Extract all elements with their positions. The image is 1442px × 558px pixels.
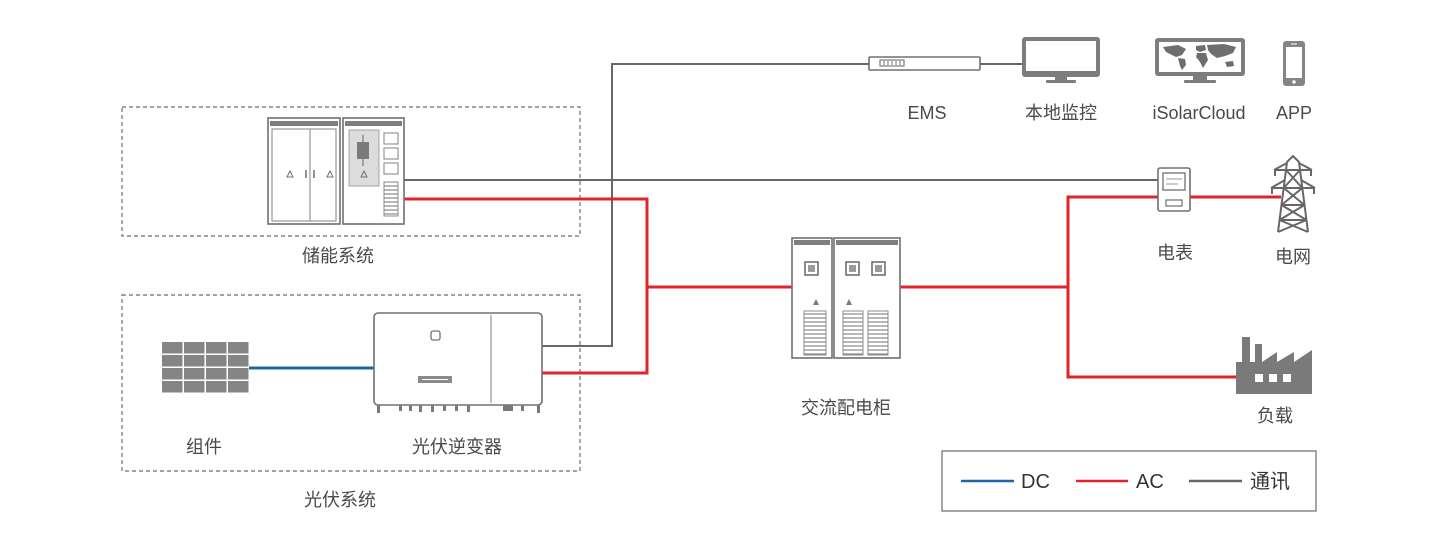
ems-device-icon — [868, 56, 981, 71]
legend-ac-label: AC — [1136, 471, 1164, 493]
pv-module-cell — [206, 381, 227, 393]
grid-label: 电网 — [1275, 247, 1311, 267]
storage-system-label: 储能系统 — [302, 246, 374, 266]
ac-bus-meter-load — [1066, 195, 1236, 379]
factory-load-icon — [1236, 337, 1312, 394]
ac-lines — [404, 195, 1281, 379]
pv-module-cell — [228, 381, 249, 393]
pv-module-cell — [206, 355, 227, 367]
pv-module-cell — [162, 342, 183, 354]
comm-lines — [404, 63, 1158, 347]
local-monitor-label: 本地监控 — [1025, 103, 1097, 123]
pv-module-cell — [162, 381, 183, 393]
pv-module-cell — [206, 342, 227, 354]
pv-system-boundary — [121, 294, 581, 472]
pv-inverter-icon — [373, 312, 543, 413]
local-monitor-icon — [1022, 37, 1100, 83]
pv-modules-label: 组件 — [186, 437, 222, 457]
pv-module-cell — [184, 381, 205, 393]
isolarcloud-label: iSolarCloud — [1152, 103, 1245, 123]
pv-module-cell — [162, 368, 183, 380]
isolarcloud-monitor-icon — [1155, 38, 1245, 83]
pv-module-cell — [228, 342, 249, 354]
pv-module-cell — [162, 355, 183, 367]
meter-icon — [1157, 167, 1191, 212]
pv-module-cell — [228, 368, 249, 380]
pv-module-cell — [184, 355, 205, 367]
grid-tower-icon — [1270, 155, 1316, 233]
legend-comm-label: 通讯 — [1250, 470, 1290, 493]
legend-dc-label: DC — [1021, 471, 1050, 493]
ac-distribution-cabinet-icon — [791, 237, 901, 359]
pv-modules-icon — [162, 342, 249, 393]
ems-label: EMS — [907, 103, 946, 123]
storage-cabinet-icon — [267, 117, 341, 225]
storage-system-boundary — [121, 106, 581, 237]
comm-line-inverter-to-ems — [542, 63, 869, 347]
pv-module-cell — [206, 368, 227, 380]
legend: DC AC 通讯 — [941, 450, 1317, 512]
pv-inverter-label: 光伏逆变器 — [412, 437, 502, 457]
meter-label: 电表 — [1157, 243, 1193, 263]
world-map-icon — [1163, 44, 1236, 70]
pv-module-cell — [184, 342, 205, 354]
pv-module-cell — [184, 368, 205, 380]
storage-pcs-cabinet-icon — [342, 117, 405, 225]
phone-icon — [1283, 41, 1305, 86]
ac-cabinet-label: 交流配电柜 — [801, 398, 891, 418]
pv-system-label: 光伏系统 — [304, 490, 376, 510]
pv-module-cell — [228, 355, 249, 367]
load-label: 负载 — [1257, 406, 1293, 426]
app-label: APP — [1276, 103, 1312, 123]
